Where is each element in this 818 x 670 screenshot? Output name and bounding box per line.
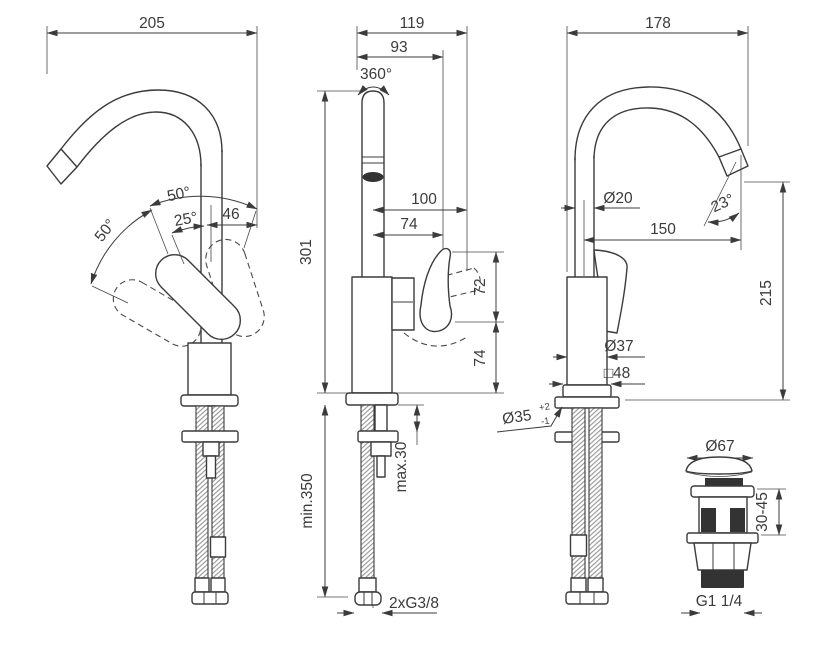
view-side-left: 205 50° 25° 46 50 <box>46 15 265 605</box>
dim-body-dia <box>549 353 645 388</box>
dim-label-2xG38: 2xG3/8 <box>389 595 439 612</box>
hole-tol-plus: +2 <box>538 401 550 413</box>
waste-slot <box>701 508 716 532</box>
waste-slot <box>730 508 745 532</box>
dim-label-sq48: □48 <box>604 365 631 382</box>
view-waste: Ø67 30-45 G1 1/4 <box>681 438 786 617</box>
dim-overall-width-right <box>566 26 749 272</box>
dim-label-178: 178 <box>645 15 671 32</box>
spout-side-right <box>574 86 749 278</box>
waste-hex-nut <box>693 542 752 571</box>
dim-label-30-45: 30-45 <box>754 492 771 532</box>
swivel-label-360: 360° <box>360 66 392 83</box>
dim-label-o35: Ø35 +2 -1 <box>500 396 557 433</box>
dim-label-max30: max.30 <box>393 441 410 492</box>
dim-overall-width-left <box>46 26 258 228</box>
waste-flange <box>690 485 755 498</box>
angle-label-23: 23° <box>709 191 737 216</box>
waste-thread <box>701 570 744 588</box>
mounting-wing <box>554 431 575 443</box>
hole-tol-minus: -1 <box>540 416 550 428</box>
dim-spout-height <box>317 90 360 394</box>
dim-lever-reach <box>372 206 468 239</box>
spout-outlet-left <box>46 148 78 185</box>
mounting-bracket-left <box>181 430 239 443</box>
angle-label-50-left: 50° <box>92 216 120 245</box>
supply-hose <box>588 407 603 579</box>
aerator <box>362 172 384 182</box>
dim-hole-dia <box>496 406 563 433</box>
dim-label-74-body: 74 <box>472 349 489 367</box>
swivel-arc <box>357 85 390 96</box>
hose-nut-right <box>565 591 609 605</box>
dim-deck-thickness <box>398 404 424 445</box>
angle-label-25: 25° <box>173 209 199 230</box>
faucet-body-right <box>566 276 608 386</box>
dim-label-119: 119 <box>400 15 425 32</box>
dim-deck-range <box>757 488 786 536</box>
hose-nut-left <box>191 591 229 605</box>
dim-label-100: 100 <box>411 191 437 208</box>
dim-label-min350: min.350 <box>299 473 316 529</box>
body-front <box>351 247 481 394</box>
waste-cap <box>685 456 753 475</box>
dim-label-g114: G1 1/4 <box>696 593 743 610</box>
undersink-front <box>354 404 399 606</box>
dim-label-o20: Ø20 <box>603 190 633 207</box>
dim-outlet-height <box>625 181 790 401</box>
mounting-wing <box>599 431 620 443</box>
lever-front <box>419 247 453 333</box>
dim-label-150: 150 <box>650 221 676 238</box>
base-plate-right <box>554 396 620 409</box>
view-front: 119 93 360° 301 <box>298 15 504 617</box>
base-plate-left <box>180 394 239 407</box>
spout-front <box>361 90 385 277</box>
dim-label-74-reach: 74 <box>400 216 418 233</box>
faucet-body-left <box>187 342 232 396</box>
dim-label-215: 215 <box>758 280 775 306</box>
waste-lower-flange <box>686 532 759 544</box>
dim-label-301: 301 <box>298 239 315 265</box>
undersink-left <box>181 405 239 605</box>
angle-label-50-top: 50° <box>166 184 192 206</box>
undersink-right <box>554 407 620 605</box>
dim-label-46: 46 <box>222 206 239 223</box>
handle-side-left <box>154 253 242 341</box>
dim-label-93: 93 <box>390 39 407 56</box>
base-plate-front <box>345 392 399 406</box>
dim-overall-width-front <box>356 26 468 271</box>
angle-dimensions-left <box>90 195 258 304</box>
spout-side-left <box>46 89 223 344</box>
dim-hose-length <box>317 404 348 598</box>
mounting-bracket-front <box>357 430 399 443</box>
base-flange-right <box>562 384 612 398</box>
dim-label-72: 72 <box>472 278 489 295</box>
hole-dia-value: Ø35 <box>501 407 532 428</box>
dim-lever-heights <box>396 251 504 394</box>
dim-label-o37: Ø37 <box>604 338 633 355</box>
dim-label-205: 205 <box>139 15 165 32</box>
cap-stem <box>705 478 743 486</box>
dim-outlet-angle <box>703 155 742 250</box>
spout-outlet-right <box>718 148 749 177</box>
dim-label-o67: Ø67 <box>705 438 734 455</box>
hose-elbow-nut <box>354 591 382 606</box>
handle-position-low <box>112 279 202 347</box>
